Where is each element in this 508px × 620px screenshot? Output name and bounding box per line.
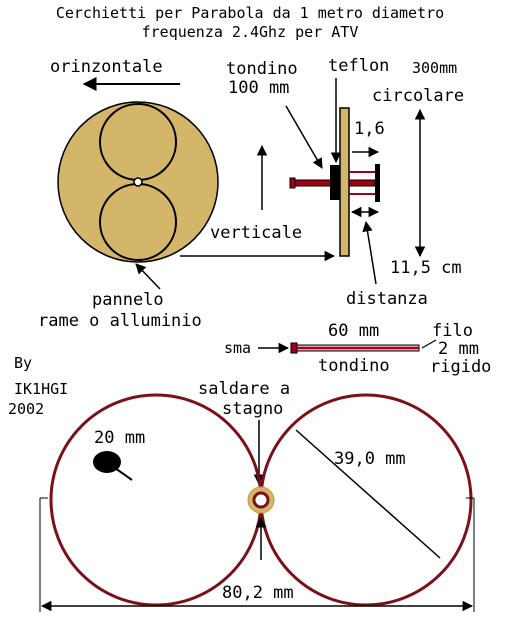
horizontal-label: orinzontale — [50, 57, 163, 77]
title-line-2: frequenza 2.4Ghz per ATV — [142, 23, 359, 41]
rod-label-2: 100 mm — [228, 78, 289, 98]
side-loop-edge — [375, 164, 380, 202]
right-loop — [259, 393, 473, 607]
author-by: By — [14, 354, 32, 372]
side-teflon-block — [330, 165, 340, 200]
connector-length-label: 60 mm — [328, 321, 379, 341]
author-call: IK1HGI — [14, 380, 68, 398]
solder-label-2: stagno — [222, 399, 283, 419]
wire-label-3: rigido — [430, 357, 491, 377]
panel-label-1: pannelo — [92, 290, 164, 310]
title-line-1: Cerchietti per Parabola da 1 metro diame… — [56, 4, 444, 22]
panel-pointer-arrow — [135, 263, 161, 290]
rod-label-1: tondino — [226, 59, 298, 79]
solder-label-1: saldare a — [198, 379, 290, 399]
panel-label-2: rame o alluminio — [38, 311, 202, 331]
wire-pointer-line — [421, 339, 437, 349]
vertical-label: verticale — [210, 223, 302, 243]
sma-label: sma — [224, 339, 251, 357]
sma-connector-icon — [290, 342, 298, 354]
feed-hole-icon — [252, 491, 270, 509]
total-width-label: 80,2 mm — [222, 583, 294, 603]
distance-pointer-arrow — [362, 220, 377, 285]
feed-point-icon — [133, 177, 143, 187]
rod-pointer-arrow — [285, 105, 323, 169]
teflon-label: teflon — [328, 56, 389, 76]
height-label: 11,5 cm — [390, 258, 462, 278]
size-label: 300mm — [412, 59, 457, 77]
wire-label-2: 2 mm — [438, 339, 479, 359]
shape-label: circolare — [372, 86, 464, 106]
side-panel-plate — [339, 107, 350, 257]
hole-marker-line — [114, 467, 133, 481]
left-loop — [49, 393, 263, 607]
gap-label: 1,6 — [354, 119, 385, 139]
author-year: 2002 — [8, 400, 44, 418]
side-rod-front — [348, 179, 376, 187]
hole-marker-icon — [93, 451, 121, 473]
side-sma-connector — [289, 177, 296, 189]
side-rod — [294, 179, 332, 187]
hole-label: 20 mm — [94, 428, 145, 448]
connector-rod-label: tondino — [318, 356, 390, 376]
wire-label-1: filo — [432, 321, 473, 341]
distance-label: distanza — [346, 289, 428, 309]
diameter-line — [295, 429, 441, 559]
diameter-label: 39,0 mm — [334, 449, 406, 469]
